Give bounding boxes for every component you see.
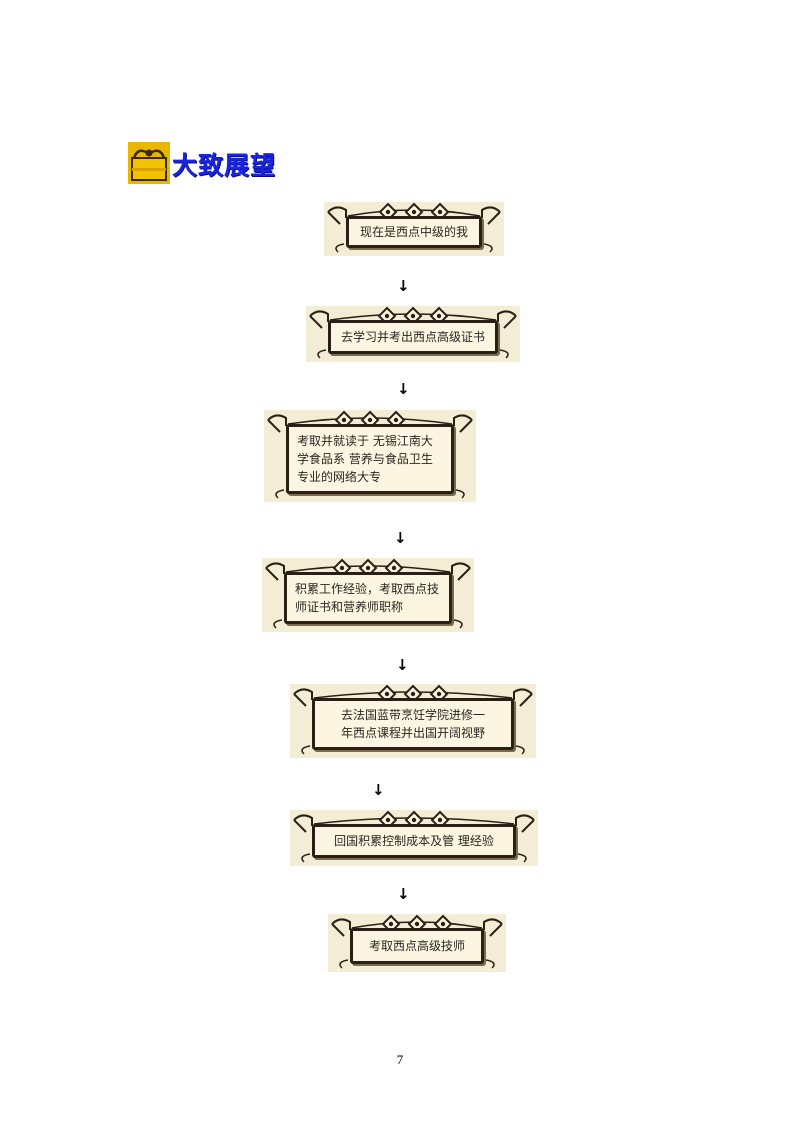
step-2: 去学习并考出西点高级证书 [306, 306, 520, 362]
step-1: 现在是西点中级的我 [324, 202, 504, 256]
gift-box-icon [128, 142, 170, 184]
step-6: 回国积累控制成本及管 理经验 [290, 810, 538, 866]
step-4: 积累工作经验，考取西点技 师证书和营养师职称 [262, 558, 474, 632]
step-4-text: 积累工作经验，考取西点技 师证书和营养师职称 [295, 582, 440, 614]
step-3: 考取并就读于 无锡江南大 学食品系 营养与食品卫生 专业的网络大专 [264, 410, 476, 502]
arrow-3: ↓ [394, 529, 407, 547]
arrow-4: ↓ [396, 656, 409, 674]
section-heading: 大致展望 [128, 136, 276, 184]
page-number: 7 [396, 1052, 404, 1067]
step-1-text: 现在是西点中级的我 [359, 225, 468, 239]
arrow-1: ↓ [397, 277, 410, 295]
arrow-6: ↓ [397, 885, 410, 903]
step-5: 去法国蓝带烹饪学院进修一 年西点课程并出国开阔视野 [290, 684, 536, 758]
arrow-5: ↓ [372, 781, 385, 799]
step-7-text: 考取西点高级技师 [368, 939, 465, 953]
step-7: 考取西点高级技师 [328, 914, 506, 972]
heading-title: 大致展望 [172, 151, 277, 180]
step-5-text: 去法国蓝带烹饪学院进修一 年西点课程并出国开阔视野 [340, 708, 485, 740]
arrow-2: ↓ [397, 380, 410, 398]
step-3-text: 考取并就读于 无锡江南大 学食品系 营养与食品卫生 专业的网络大专 [297, 434, 433, 484]
step-2-text: 去学习并考出西点高级证书 [340, 330, 485, 344]
step-6-text: 回国积累控制成本及管 理经验 [334, 834, 494, 848]
